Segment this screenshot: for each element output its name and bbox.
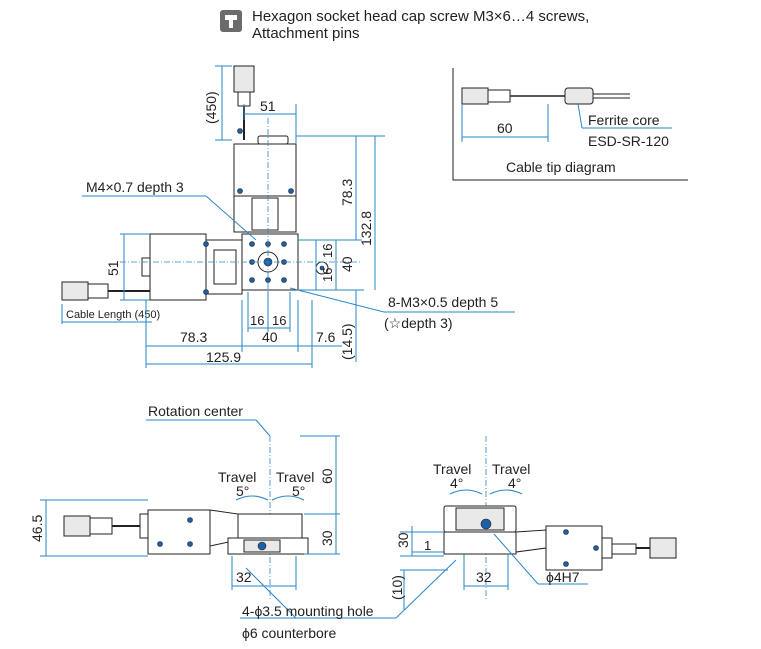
front-stage-table [237,513,303,539]
front-travel-right: Travel [276,469,314,485]
mounting-note: 4-ϕ3.5 mounting hole ϕ6 counterbore [240,559,457,641]
counterbore-label: ϕ6 counterbore [242,625,336,641]
top-view: (450) 51 78.3 132.8 16 16 40 M4×0.7 dept… [61,65,515,368]
side-dim-32: 32 [476,569,492,585]
dim-16-b: 16 [320,268,335,282]
m3-label: 8-M3×0.5 depth 5 [388,294,498,310]
front-dim-60: 60 [319,468,335,484]
dim-51-left: 51 [105,260,121,276]
dim-78-3-h: 78.3 [180,329,207,345]
front-dim-32: 32 [236,569,252,585]
side-dim-30: 30 [395,532,411,548]
dim-450: (450) [203,91,219,124]
dim-7-6: 7.6 [316,329,336,345]
dim-40-v: 40 [339,256,355,272]
ferrite-core-label: Ferrite core [588,112,660,128]
side-dim-1: 1 [424,538,431,553]
side-dim-10: (10) [389,575,405,600]
m4-label: M4×0.7 depth 3 [86,179,184,195]
dim-16-a: 16 [320,244,335,258]
left-motor-block [149,233,207,301]
front-travel-left: Travel [218,469,256,485]
side-travel-right-deg: 4° [508,475,521,491]
pin-label: ϕ4H7 [546,569,580,585]
legend-line-1: Hexagon socket head cap screw M3×6…4 scr… [252,8,589,25]
top-motor-block [233,143,297,197]
dim-16-c: 16 [250,313,264,328]
cable-length-label: Cable Length (450) [66,309,160,321]
side-view: Travel 4° Travel 4° 30 1 (10) 32 [389,436,677,610]
side-travel-left: Travel [433,461,471,477]
dim-14-5: (14.5) [339,323,355,360]
front-travel-right-deg: 5° [292,483,305,499]
legend-line-2: Attachment pins [252,25,360,42]
front-travel-left-deg: 5° [236,483,249,499]
m3-sub-label: (☆depth 3) [384,315,453,331]
cable-tip-caption: Cable tip diagram [506,159,616,175]
legend: Hexagon socket head cap screw M3×6…4 scr… [220,8,589,42]
front-view: Rotation center Travel 5° Travel 5° 60 3… [29,403,340,600]
dim-132-8: 132.8 [358,211,374,246]
dim-78-3-v: 78.3 [339,179,355,206]
dim-51-top: 51 [260,98,276,114]
cable-dim-60: 60 [497,120,513,136]
side-travel-right: Travel [492,461,530,477]
mounting-hole-label: 4-ϕ3.5 mounting hole [242,603,374,619]
ferrite-core-shape [564,87,594,105]
cable-tip-diagram: 60 Ferrite core ESD-SR-120 Cable tip dia… [452,68,688,181]
front-dim-46-5: 46.5 [29,515,45,542]
dim-125-9: 125.9 [206,349,241,365]
front-motor-block [147,509,211,555]
rotation-center-label: Rotation center [148,403,243,419]
dim-40-h: 40 [262,329,278,345]
esd-label: ESD-SR-120 [588,133,669,149]
screw-icon [220,10,242,32]
side-travel-left-deg: 4° [450,475,463,491]
dim-16-d: 16 [272,313,286,328]
front-dim-30: 30 [319,530,335,546]
